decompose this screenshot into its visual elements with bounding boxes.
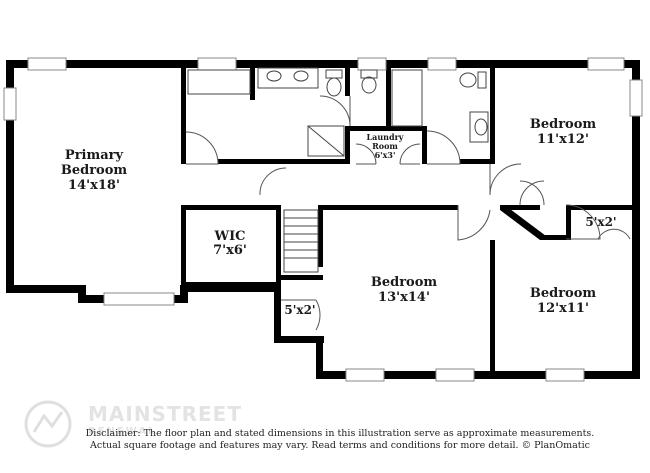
bedroom-se-size: 12'x11'	[537, 301, 589, 316]
doors	[185, 95, 631, 331]
primary-bedroom-size: 14'x18'	[68, 178, 120, 193]
exterior-walls	[6, 60, 640, 379]
disclaimer-line-2: Actual square footage and features may v…	[90, 440, 590, 451]
closet-left-size: 5'x2'	[284, 303, 315, 317]
watermark-emblem-icon	[24, 400, 72, 448]
bedroom-ne-size: 11'x12'	[537, 132, 589, 147]
bathtub-icon-2	[391, 69, 423, 127]
wic-label: WIC	[213, 229, 245, 244]
bedroom-center-label: Bedroom	[371, 275, 438, 290]
closet-right-size: 5'x2'	[585, 215, 616, 229]
disclaimer: Disclaimer: The floor plan and stated di…	[60, 428, 620, 452]
door-swing-icon	[185, 131, 219, 165]
laundry-size: 6'x3'	[375, 150, 396, 160]
bedroom-ne-label: Bedroom	[530, 117, 597, 132]
fixtures	[187, 67, 489, 273]
toilet-icon	[325, 69, 343, 79]
bedroom-se-label: Bedroom	[530, 286, 597, 301]
vanity-icon	[257, 67, 319, 89]
bathtub-icon	[187, 69, 251, 95]
shower-icon	[307, 125, 345, 157]
laundry-label-2: Room	[372, 141, 398, 151]
primary-bedroom-label-1: Primary	[65, 148, 124, 163]
stairs-icon	[283, 209, 319, 273]
laundry-label-1: Laundry	[367, 132, 404, 142]
primary-bedroom-label-2: Bedroom	[61, 163, 128, 178]
windows	[3, 57, 643, 382]
wic-size: 7'x6'	[213, 243, 247, 258]
watermark-sub: RENEWAL	[88, 426, 157, 437]
watermark-logo: MAINSTREET RENEWAL	[22, 398, 262, 448]
disclaimer-line-1: Disclaimer: The floor plan and stated di…	[85, 428, 595, 439]
bedroom-center-size: 13'x14'	[378, 290, 430, 305]
watermark-brand: MAINSTREET	[88, 402, 242, 426]
room-labels: Primary Bedroom 14'x18' Bedroom 11'x12' …	[61, 117, 617, 317]
interior-walls	[181, 66, 636, 375]
